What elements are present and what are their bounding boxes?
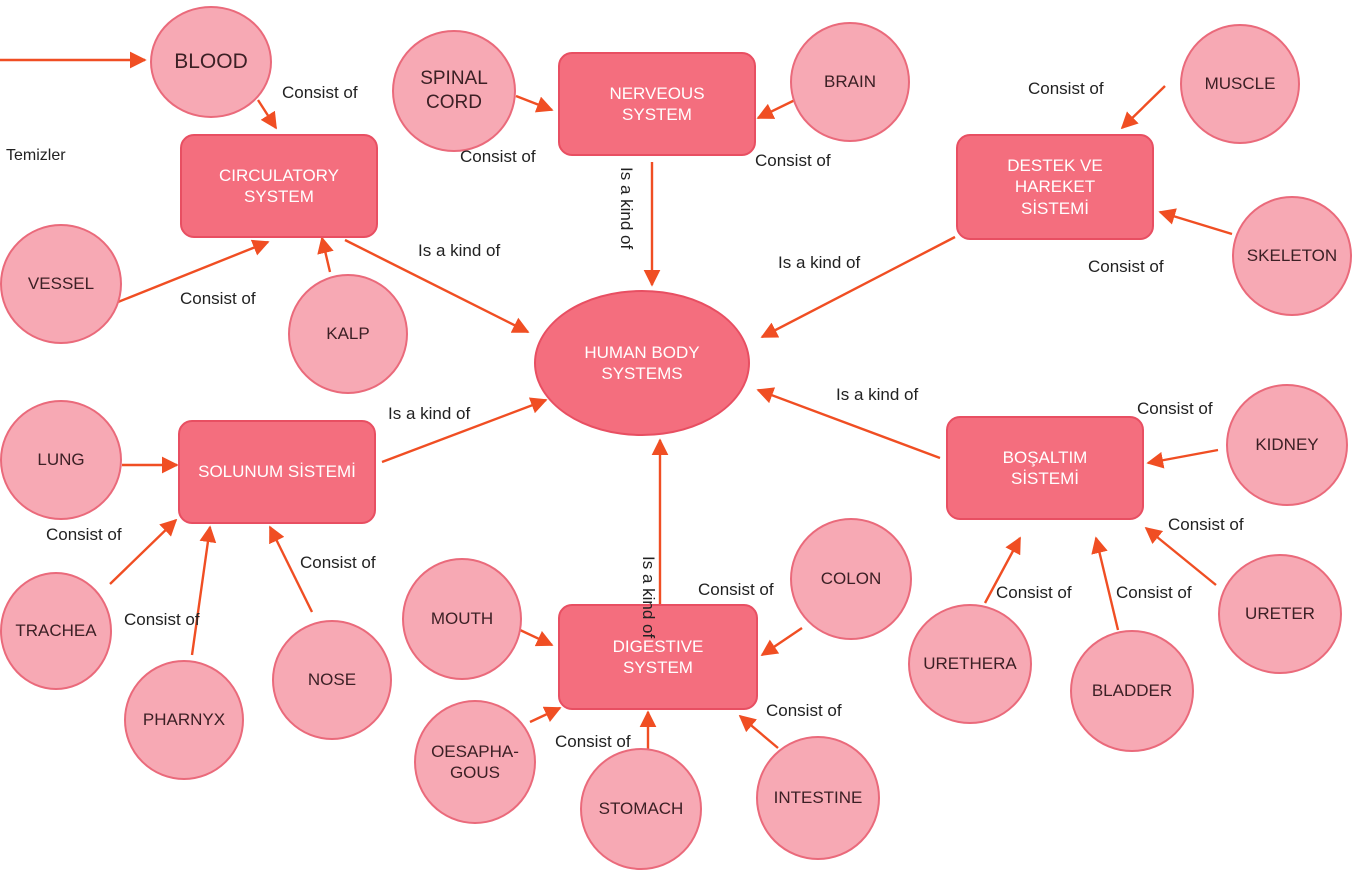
label-consist-of-colon: Consist of [698, 580, 774, 599]
label-is-a-kind-of-bosaltim: Is a kind of [836, 385, 919, 404]
edge-brain-nerveous [756, 98, 796, 120]
edge-spinal-nerveous [515, 94, 554, 113]
node-skeleton: SKELETON [1232, 196, 1352, 316]
node-colon: COLON [790, 518, 912, 640]
label-is-a-kind-of-circulatory: Is a kind of [418, 241, 501, 260]
node-nose: NOSE [272, 620, 392, 740]
edge-vessel-circulatory [117, 239, 270, 304]
node-vessel: VESSEL [0, 224, 122, 344]
label-consist-of-ureter-top: Consist of [1168, 515, 1244, 534]
edge-mouth-digestive [519, 628, 554, 647]
node-lung: LUNG [0, 400, 122, 520]
label-consist-of-skeleton: Consist of [1088, 257, 1164, 276]
edge-urethera-bosaltim [983, 536, 1022, 604]
edge-ureter-bosaltim [1144, 526, 1217, 586]
edge-skeleton-destek [1158, 208, 1233, 236]
node-solunum-sistemi: SOLUNUM SİSTEMİ [178, 420, 376, 524]
label-consist-of-brain: Consist of [755, 151, 831, 170]
edge-blood-circulatory [256, 99, 278, 130]
edge-trachea-solunum [109, 518, 178, 585]
node-pharnyx: PHARNYX [124, 660, 244, 780]
label-consist-of-lung: Consist of [46, 525, 122, 544]
label-consist-of-muscle: Consist of [1028, 79, 1104, 98]
temizler-text: Temizler [6, 147, 66, 164]
node-oesaphagous: OESAPHA- GOUS [414, 700, 536, 824]
label-consist-of-urethera: Consist of [996, 583, 1072, 602]
label-consist-of-stomach: Consist of [555, 732, 631, 751]
node-human-body-systems: HUMAN BODY SYSTEMS [534, 290, 750, 436]
edge-kidney-bosaltim [1146, 448, 1219, 469]
edge-oesaphagous-digestive [529, 706, 562, 724]
node-destek-hareket-sistemi: DESTEK VE HAREKET SİSTEMİ [956, 134, 1154, 240]
label-consist-of-intestine: Consist of [766, 701, 842, 720]
label-is-a-kind-of-nerveous: Is a kind of [617, 167, 636, 250]
node-nerveous-system: NERVEOUS SYSTEM [558, 52, 756, 156]
edge-bladder-bosaltim [1091, 536, 1120, 631]
edge-kalp-circulatory [317, 236, 334, 273]
edge-pharnyx-solunum [190, 525, 217, 656]
label-is-a-kind-of-digestive: Is a kind of [639, 556, 658, 639]
node-trachea: TRACHEA [0, 572, 112, 690]
node-stomach: STOMACH [580, 748, 702, 870]
node-mouth: MOUTH [402, 558, 522, 680]
edge-circulatory-human [344, 238, 530, 334]
node-intestine: INTESTINE [756, 736, 880, 860]
node-bosaltim-sistemi: BOŞALTIM SİSTEMİ [946, 416, 1144, 520]
label-consist-of-vessel: Consist of [180, 289, 256, 308]
node-kalp: KALP [288, 274, 408, 394]
node-urethera: URETHERA [908, 604, 1032, 724]
edge-destek-human [760, 235, 956, 339]
node-digestive-system: DIGESTIVE SYSTEM [558, 604, 758, 710]
node-blood: BLOOD [150, 6, 272, 118]
label-consist-of-spinal: Consist of [460, 147, 536, 166]
label-consist-of-bladder: Consist of [1116, 583, 1192, 602]
label-consist-of-pharnyx: Consist of [124, 610, 200, 629]
label-is-a-kind-of-destek: Is a kind of [778, 253, 861, 272]
node-brain: BRAIN [790, 22, 910, 142]
node-circulatory-system: CIRCULATORY SYSTEM [180, 134, 378, 238]
edge-intestine-digestive [738, 714, 779, 749]
edge-nose-solunum [268, 525, 314, 613]
label-consist-of-blood: Consist of [282, 83, 358, 102]
edge-colon-digestive [760, 627, 803, 656]
label-consist-of-kidney: Consist of [1137, 399, 1213, 418]
edge-muscle-destek [1120, 85, 1166, 130]
edge-bosaltim-human [756, 387, 941, 460]
edge-solunum-human [381, 397, 548, 464]
node-kidney: KIDNEY [1226, 384, 1348, 506]
label-is-a-kind-of-solunum: Is a kind of [388, 404, 471, 423]
node-ureter: URETER [1218, 554, 1342, 674]
node-bladder: BLADDER [1070, 630, 1194, 752]
node-muscle: MUSCLE [1180, 24, 1300, 144]
node-spinal-cord: SPINAL CORD [392, 30, 516, 152]
label-consist-of-nose: Consist of [300, 553, 376, 572]
